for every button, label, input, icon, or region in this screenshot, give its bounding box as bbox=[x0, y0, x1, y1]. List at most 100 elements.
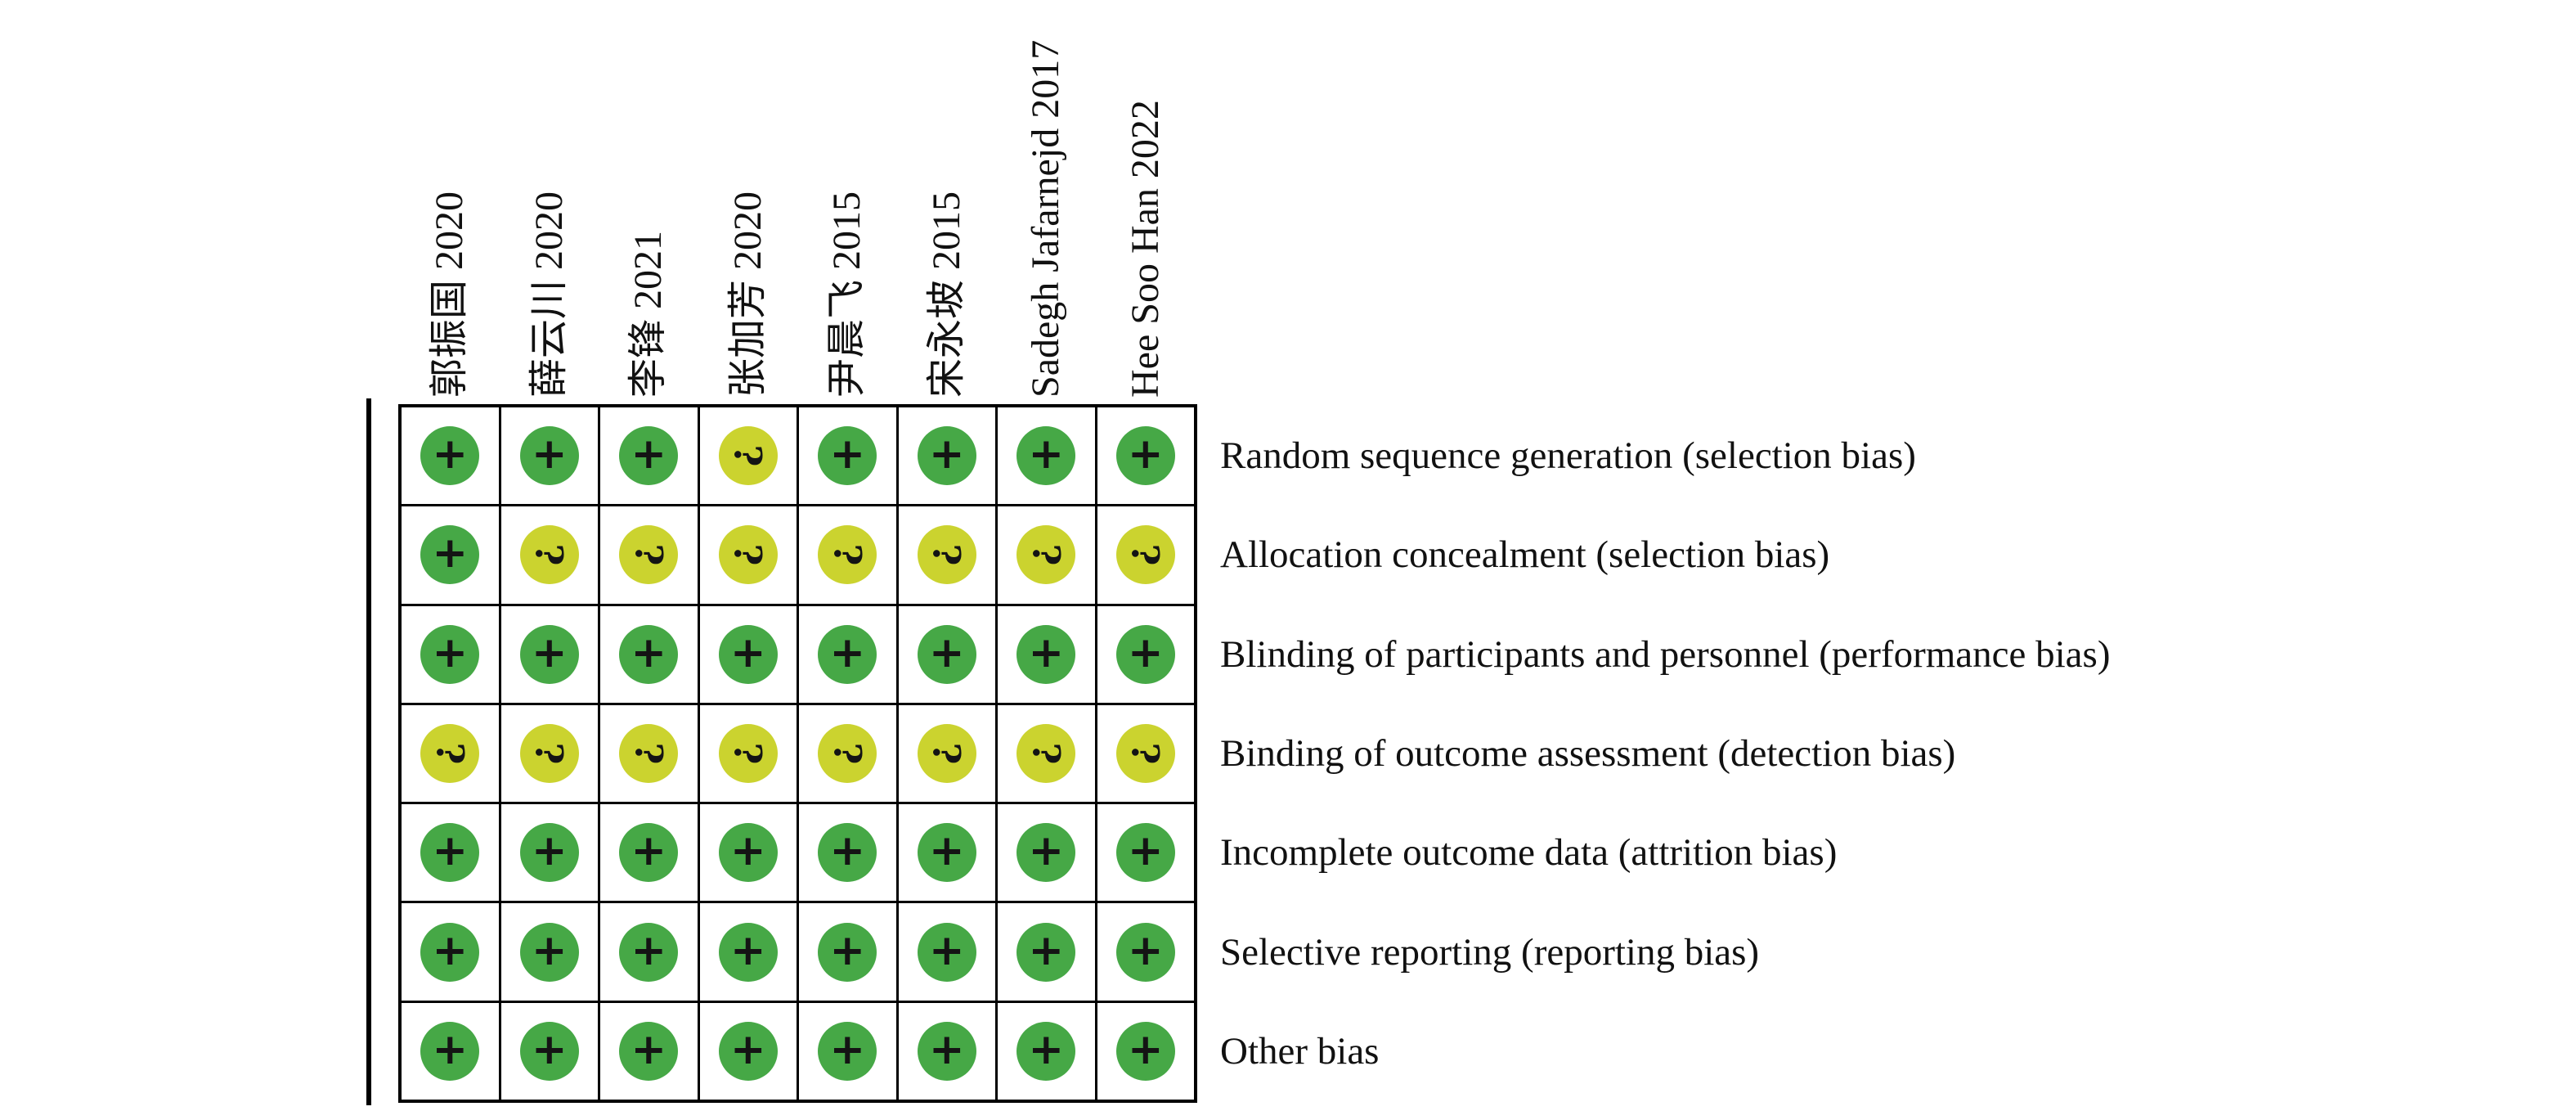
rob-cell: + bbox=[402, 407, 499, 505]
rob-cell: + bbox=[402, 903, 499, 1001]
low-risk-circle: + bbox=[519, 426, 579, 486]
low-risk-circle: + bbox=[519, 1021, 579, 1081]
low-risk-circle: + bbox=[718, 624, 778, 684]
rob-cell: + bbox=[600, 903, 698, 1001]
study-column-label: 薛云川 2020 bbox=[527, 191, 571, 398]
low-risk-circle: + bbox=[917, 426, 976, 486]
plus-symbol: + bbox=[631, 627, 667, 677]
question-symbol: ? bbox=[825, 543, 870, 566]
rob-cell: ? bbox=[898, 704, 995, 803]
rob-cell: + bbox=[998, 804, 1095, 902]
rob-cell: ? bbox=[699, 506, 797, 604]
low-risk-circle: + bbox=[619, 1021, 679, 1081]
unclear-risk-circle: ? bbox=[1115, 724, 1175, 784]
rob-cell: ? bbox=[402, 704, 499, 803]
low-risk-circle: + bbox=[619, 823, 679, 883]
unclear-risk-circle: ? bbox=[1016, 724, 1076, 784]
plus-symbol: + bbox=[829, 826, 866, 876]
rob-cell: ? bbox=[500, 506, 598, 604]
low-risk-circle: + bbox=[818, 1021, 877, 1081]
left-axis-line bbox=[366, 398, 371, 1105]
unclear-risk-circle: ? bbox=[1016, 525, 1076, 585]
question-symbol: ? bbox=[626, 543, 671, 566]
unclear-risk-circle: ? bbox=[917, 724, 976, 784]
rob-cell: + bbox=[998, 407, 1095, 505]
low-risk-circle: + bbox=[519, 922, 579, 982]
plus-symbol: + bbox=[631, 826, 667, 876]
bias-domain-label: Random sequence generation (selection bi… bbox=[1220, 434, 1916, 478]
low-risk-circle: + bbox=[1016, 922, 1076, 982]
low-risk-circle: + bbox=[420, 823, 480, 883]
plus-symbol: + bbox=[432, 925, 469, 975]
low-risk-circle: + bbox=[917, 823, 976, 883]
plus-symbol: + bbox=[1127, 925, 1164, 975]
rob-cell: + bbox=[799, 1002, 896, 1100]
low-risk-circle: + bbox=[420, 1021, 480, 1081]
plus-symbol: + bbox=[1127, 627, 1164, 677]
plus-symbol: + bbox=[729, 925, 766, 975]
bias-domain-label: Other bias bbox=[1220, 1029, 1380, 1073]
rob-cell: ? bbox=[998, 506, 1095, 604]
plus-symbol: + bbox=[1127, 1024, 1164, 1074]
question-symbol: ? bbox=[1123, 742, 1168, 765]
rob-cell: + bbox=[1097, 804, 1194, 902]
low-risk-circle: + bbox=[1115, 426, 1175, 486]
plus-symbol: + bbox=[631, 430, 667, 479]
low-risk-circle: + bbox=[619, 426, 679, 486]
bias-domain-label: Allocation concealment (selection bias) bbox=[1220, 533, 1830, 577]
rob-cell: + bbox=[699, 804, 797, 902]
plus-symbol: + bbox=[928, 925, 965, 975]
plus-symbol: + bbox=[1127, 430, 1164, 479]
low-risk-circle: + bbox=[1016, 1021, 1076, 1081]
unclear-risk-circle: ? bbox=[619, 525, 679, 585]
question-symbol: ? bbox=[924, 543, 969, 566]
rob-cell: + bbox=[402, 804, 499, 902]
question-symbol: ? bbox=[1123, 543, 1168, 566]
plus-symbol: + bbox=[432, 627, 469, 677]
unclear-risk-circle: ? bbox=[519, 724, 579, 784]
plus-symbol: + bbox=[1028, 826, 1065, 876]
study-column-label: Hee Soo Han 2022 bbox=[1123, 100, 1167, 398]
rob-cell: ? bbox=[1097, 506, 1194, 604]
plus-symbol: + bbox=[631, 1024, 667, 1074]
low-risk-circle: + bbox=[420, 624, 480, 684]
plus-symbol: + bbox=[531, 627, 568, 677]
low-risk-circle: + bbox=[519, 624, 579, 684]
unclear-risk-circle: ? bbox=[818, 724, 877, 784]
rob-cell: + bbox=[402, 1002, 499, 1100]
question-symbol: ? bbox=[527, 543, 572, 566]
rob-cell: ? bbox=[799, 506, 896, 604]
plus-symbol: + bbox=[928, 627, 965, 677]
rob-cell: + bbox=[1097, 407, 1194, 505]
rob-cell: + bbox=[500, 407, 598, 505]
plus-symbol: + bbox=[928, 430, 965, 479]
bias-domain-label: Incomplete outcome data (attrition bias) bbox=[1220, 831, 1838, 875]
rob-cell: + bbox=[1097, 903, 1194, 1001]
study-column-label: 尹晨飞 2015 bbox=[825, 191, 869, 398]
plus-symbol: + bbox=[531, 925, 568, 975]
low-risk-circle: + bbox=[917, 1021, 976, 1081]
rob-cell: ? bbox=[898, 506, 995, 604]
question-symbol: ? bbox=[725, 444, 770, 467]
unclear-risk-circle: ? bbox=[718, 525, 778, 585]
question-symbol: ? bbox=[1024, 742, 1069, 765]
rob-cell: + bbox=[402, 605, 499, 703]
low-risk-circle: + bbox=[420, 525, 480, 585]
unclear-risk-circle: ? bbox=[420, 724, 480, 784]
low-risk-circle: + bbox=[718, 1021, 778, 1081]
rob-cell: + bbox=[500, 605, 598, 703]
low-risk-circle: + bbox=[718, 823, 778, 883]
rob-cell: ? bbox=[699, 704, 797, 803]
question-symbol: ? bbox=[725, 742, 770, 765]
low-risk-circle: + bbox=[1115, 823, 1175, 883]
rob-cell: + bbox=[600, 804, 698, 902]
low-risk-circle: + bbox=[818, 823, 877, 883]
plus-symbol: + bbox=[829, 1024, 866, 1074]
plus-symbol: + bbox=[531, 826, 568, 876]
question-symbol: ? bbox=[825, 742, 870, 765]
rob-cell: + bbox=[1097, 1002, 1194, 1100]
question-symbol: ? bbox=[527, 742, 572, 765]
rob-cell: + bbox=[898, 903, 995, 1001]
low-risk-circle: + bbox=[718, 922, 778, 982]
question-symbol: ? bbox=[626, 742, 671, 765]
